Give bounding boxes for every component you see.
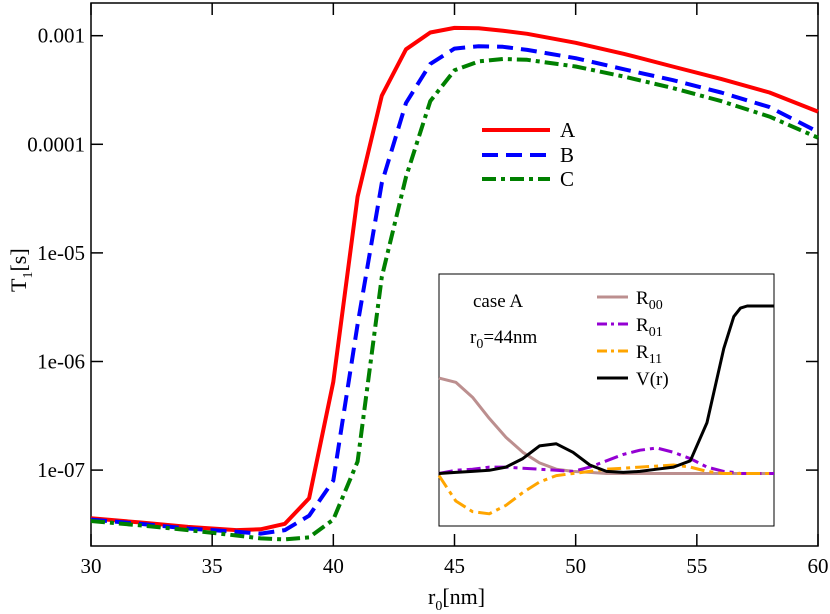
inset-legend-label-main: R — [636, 342, 649, 363]
x-tick-label: 35 — [202, 554, 223, 578]
inset-r0-sub: 0 — [476, 337, 483, 352]
legend-label-a: A — [560, 118, 576, 142]
x-tick-label: 45 — [444, 554, 465, 578]
inset-legend-label-sub: 11 — [649, 352, 662, 367]
x-axis-title-sub: 0 — [435, 599, 442, 614]
inset-legend-label-sub: 01 — [649, 325, 663, 340]
legend-label-b: B — [560, 143, 574, 167]
inset-frame — [438, 273, 775, 527]
inset-case-label: case A — [473, 291, 523, 312]
y-axis-title: T1[s] — [6, 248, 36, 292]
inset-legend-label-main: V(r) — [636, 369, 669, 390]
inset-r0-rest: =44nm — [483, 327, 537, 348]
inset-series-group — [437, 304, 774, 516]
inset-legend-label: R11 — [636, 342, 662, 367]
inset-legend-label-main: R — [636, 288, 649, 309]
inset-legend-label: V(r) — [636, 369, 669, 390]
x-tick-label: 60 — [808, 554, 829, 578]
y-tick-label: 0.0001 — [27, 132, 85, 156]
inset-legend-label-main: R — [636, 315, 649, 336]
y-tick-label: 0.001 — [38, 24, 85, 48]
main-series-group — [90, 25, 819, 542]
main-legend: A B C — [474, 117, 586, 191]
x-tick-label: 50 — [565, 554, 586, 578]
x-axis-ticks: 30 35 40 45 50 55 60 — [81, 3, 829, 578]
y-tick-label: 1e-05 — [37, 241, 85, 265]
x-axis-title-main: r — [428, 584, 436, 609]
inset-r0-label: r0=44nm — [470, 327, 538, 352]
y-axis-title-rest: [s] — [6, 248, 31, 271]
inset-r0-main: r — [470, 327, 477, 348]
x-tick-label: 30 — [81, 554, 102, 578]
x-axis-title-rest: [nm] — [442, 584, 485, 609]
x-tick-label: 40 — [323, 554, 344, 578]
x-tick-label: 55 — [686, 554, 707, 578]
y-axis-ticks: 1e-07 1e-06 1e-05 0.0001 0.001 — [27, 24, 818, 482]
y-axis-title-sub: 1 — [21, 272, 36, 279]
legend-label-c: C — [560, 167, 574, 191]
inset-legend-label: R00 — [636, 288, 663, 313]
y-tick-label: 1e-06 — [37, 349, 85, 373]
inset-legend-label-sub: 00 — [649, 298, 663, 313]
y-axis-title-main: T — [6, 278, 31, 292]
series-line-a — [90, 25, 819, 533]
inset-legend-label: R01 — [636, 315, 663, 340]
series-line-b — [90, 44, 819, 536]
series-line-c — [90, 57, 819, 542]
inset-series-line-vr — [438, 304, 774, 475]
x-axis-title: r0[nm] — [428, 584, 485, 614]
y-tick-label: 1e-07 — [37, 458, 85, 482]
